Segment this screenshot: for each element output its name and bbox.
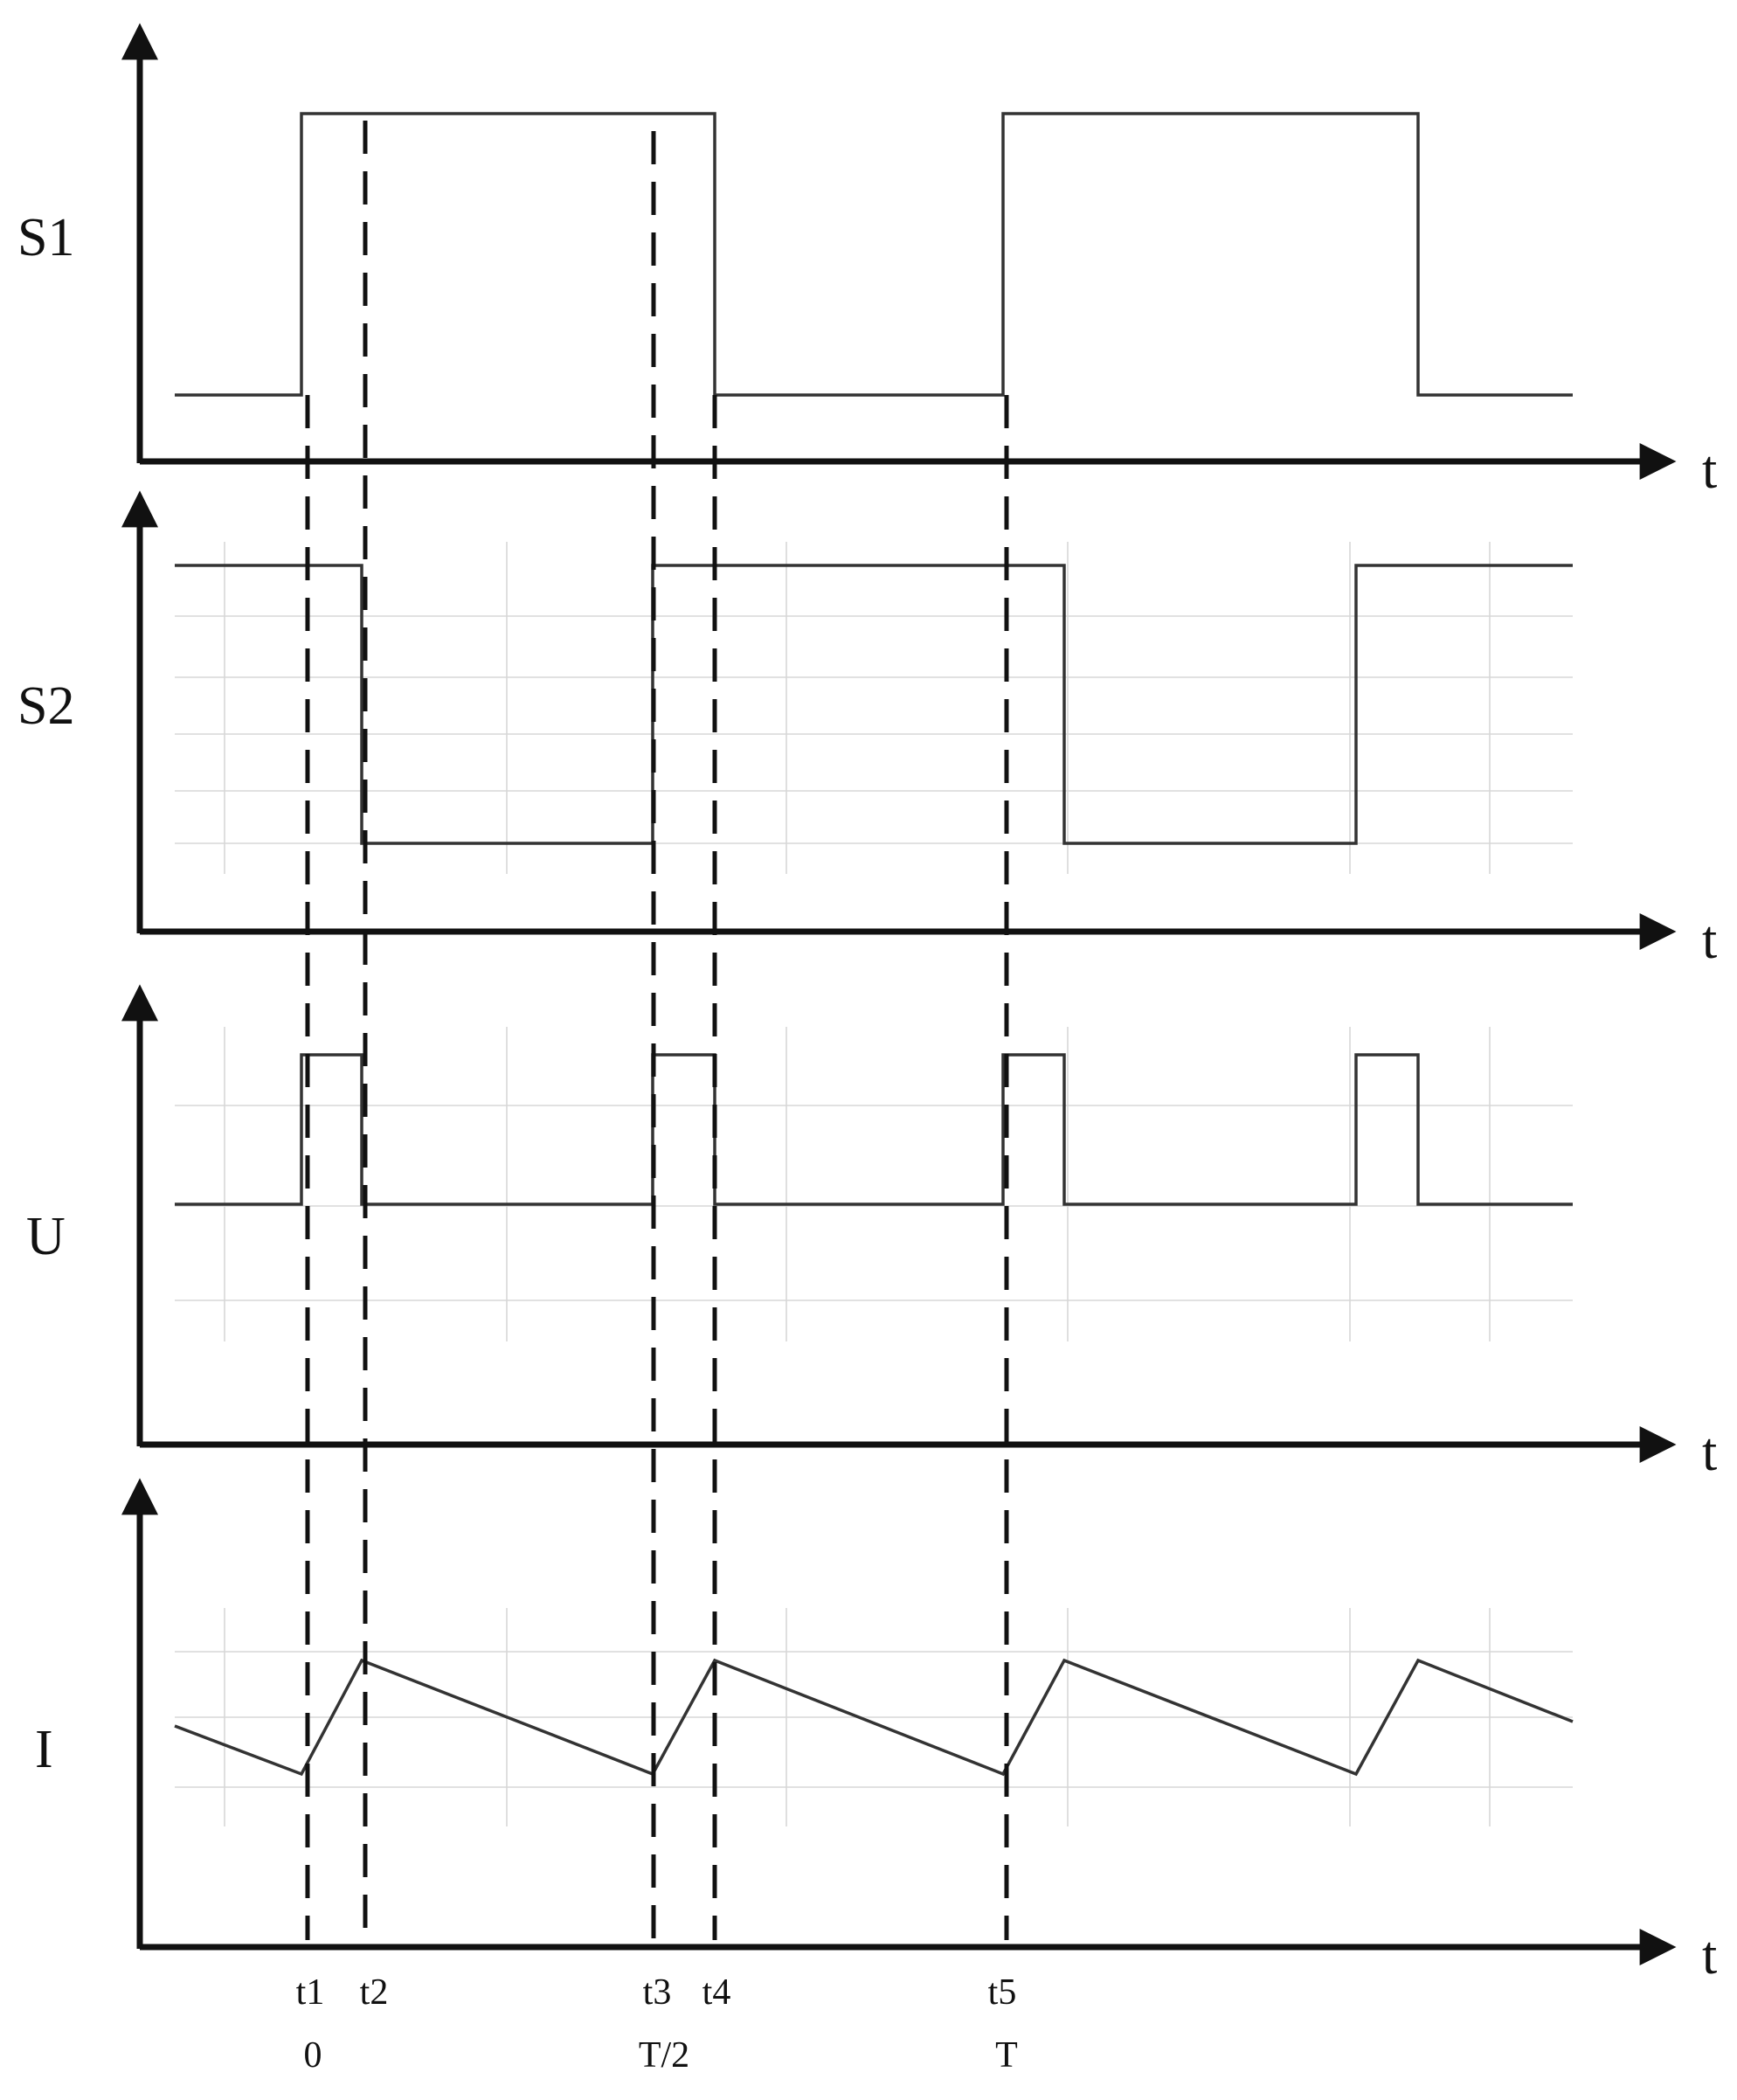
grid-u <box>175 1027 1573 1341</box>
panel-i: I t <box>35 1478 1717 1986</box>
marker-sub-t1: 0 <box>304 2035 322 2076</box>
axis-label-t-s2: t <box>1702 911 1717 970</box>
marker-labels: t1 t2 t3 t4 t5 0 T/2 T <box>296 1972 1018 2076</box>
marker-label-t5: t5 <box>988 1972 1017 2013</box>
axis-label-t-u: t <box>1702 1423 1717 1482</box>
marker-label-t1: t1 <box>296 1972 325 2013</box>
panel-s1: S1 t <box>17 23 1717 500</box>
signal-label-s2: S2 <box>17 676 74 736</box>
marker-label-t4: t4 <box>702 1972 731 2013</box>
grid-s2 <box>175 542 1573 874</box>
signal-label-u: U <box>26 1207 66 1266</box>
waveform-i <box>174 1658 1574 1777</box>
waveform-u <box>175 1053 1573 1206</box>
panel-u: U t <box>26 984 1717 1482</box>
marker-label-t2: t2 <box>360 1972 389 2013</box>
waveform-s2 <box>175 564 1573 845</box>
panel-s2: S2 t <box>17 490 1717 970</box>
marker-label-t3: t3 <box>643 1972 672 2013</box>
signal-label-s1: S1 <box>17 208 74 267</box>
time-markers <box>305 121 1009 1940</box>
axis-label-t-i: t <box>1702 1926 1717 1986</box>
waveform-s1 <box>175 112 1573 397</box>
marker-sub-t3: T/2 <box>639 2035 689 2076</box>
axis-label-t-s1: t <box>1702 440 1717 500</box>
marker-sub-t5: T <box>995 2035 1018 2076</box>
grid-i <box>175 1608 1573 1826</box>
signal-label-i: I <box>35 1720 53 1779</box>
